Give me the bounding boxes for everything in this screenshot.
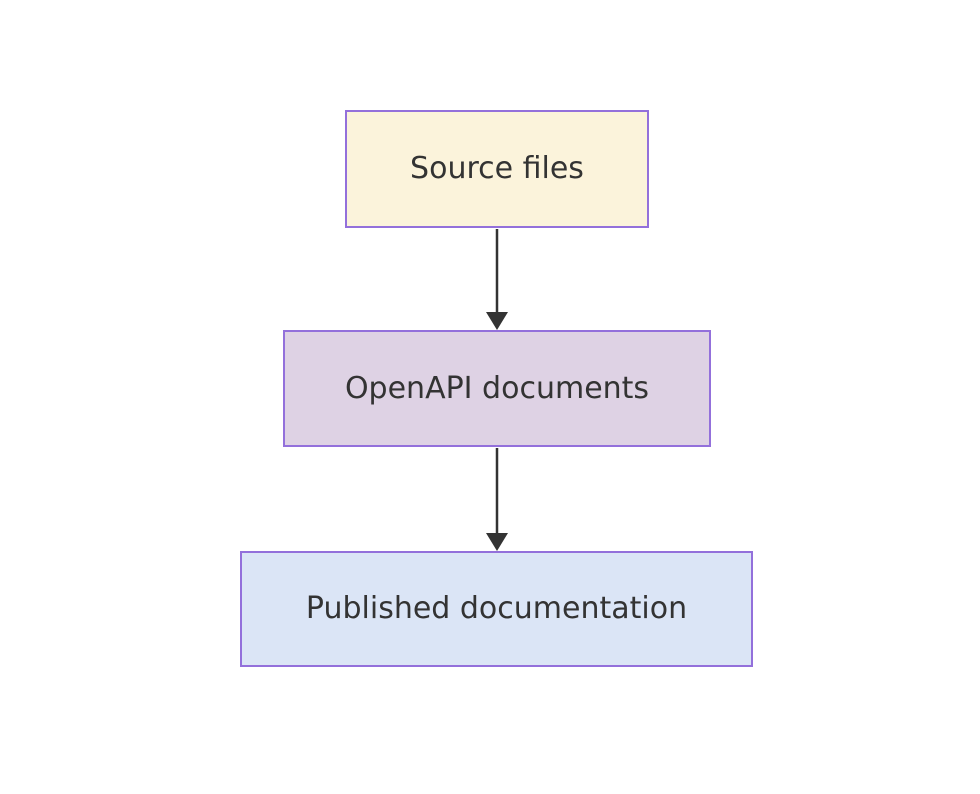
node-openapi-documents-label: OpenAPI documents	[344, 370, 650, 406]
node-published-documentation: Published documentation	[240, 551, 753, 667]
edge-source-to-openapi	[486, 229, 508, 330]
node-source-files: Source files	[345, 110, 649, 228]
edge-openapi-to-published	[486, 448, 508, 551]
node-source-files-label: Source files	[410, 151, 584, 186]
node-openapi-documents: OpenAPI documents	[283, 330, 711, 447]
node-published-documentation-label: Published documentation	[305, 591, 688, 626]
